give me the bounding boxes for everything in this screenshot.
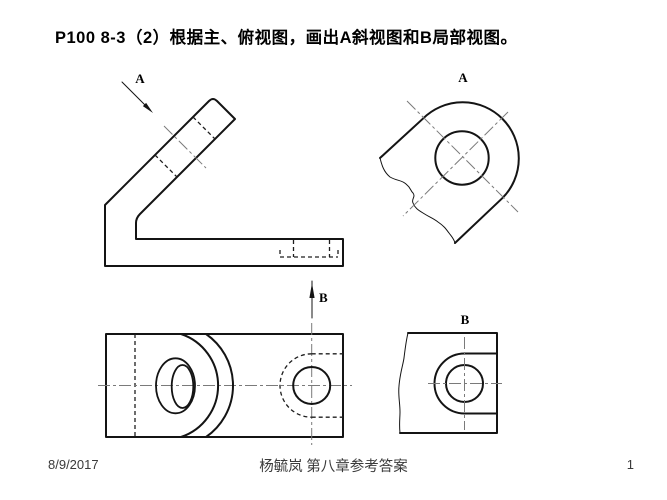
footer-page-number: 1 bbox=[626, 457, 634, 472]
top-view-arm-hole-ellipse bbox=[170, 364, 195, 409]
view-b-arrow-label: B bbox=[319, 290, 328, 305]
view-a-title-label: A bbox=[458, 70, 468, 85]
view-a-centerline bbox=[402, 111, 509, 217]
view-a-hole-circle bbox=[434, 130, 490, 186]
view-a-arrowhead-icon bbox=[142, 102, 153, 113]
top-view-arm-hole-ellipse bbox=[155, 357, 196, 415]
partial-view-b: B bbox=[398, 312, 502, 434]
top-view-counterbore-arc bbox=[279, 353, 312, 418]
footer-date: 8/9/2017 bbox=[48, 457, 99, 472]
top-view-outline bbox=[105, 333, 344, 438]
view-b-title-label: B bbox=[461, 312, 470, 327]
slide-footer: 8/9/2017 杨毓岚 第八章参考答案 1 bbox=[0, 455, 667, 475]
view-a-arrow: A bbox=[121, 71, 153, 113]
view-a-outline bbox=[379, 101, 520, 244]
view-b-break-line bbox=[398, 332, 409, 434]
view-b-arrowhead-icon bbox=[309, 283, 315, 298]
arm-hole-centerline bbox=[163, 125, 207, 169]
view-a-arrow-label: A bbox=[135, 71, 145, 86]
slide-title: P100 8-3（2）根据主、俯视图，画出A斜视图和B局部视图。 bbox=[55, 29, 518, 47]
top-view-arm-end-arc bbox=[180, 333, 220, 438]
view-b-arrow: B bbox=[309, 280, 328, 319]
view-a-break-line bbox=[379, 157, 456, 244]
top-view-arm-end-arc bbox=[205, 333, 234, 438]
arm-hole-hidden-line bbox=[154, 154, 178, 178]
oblique-view-a: A bbox=[379, 70, 520, 244]
front-view: A B bbox=[104, 71, 344, 319]
footer-credit: 杨毓岚 第八章参考答案 bbox=[259, 459, 408, 475]
top-view bbox=[98, 323, 352, 445]
arm-hole-hidden-line bbox=[192, 116, 216, 140]
front-view-outline bbox=[104, 98, 344, 267]
top-view-hole-circle bbox=[292, 366, 332, 405]
